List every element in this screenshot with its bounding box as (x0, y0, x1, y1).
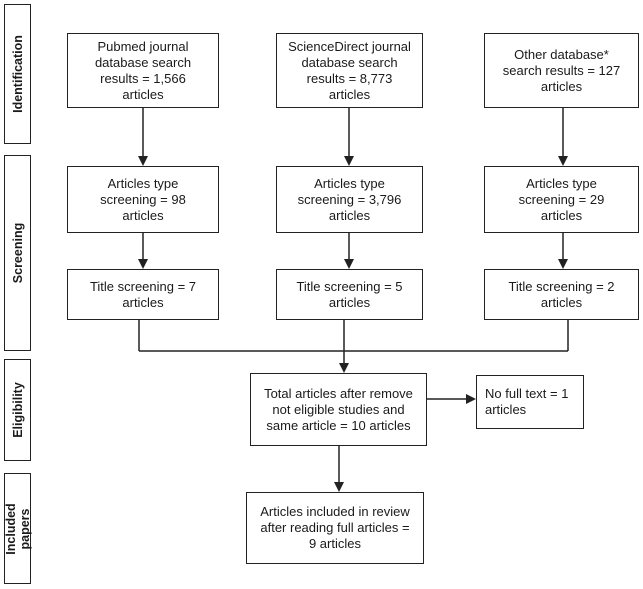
box-pubmed-type-screening-text: Articles type screening = 98 articles (100, 175, 186, 223)
box-other-title-screening-text: Title screening = 2 articles (508, 278, 615, 310)
box-pubmed-title-screening: Title screening = 7 articles (67, 269, 219, 320)
box-sciencedirect-type-screening: Articles type screening = 3,796 articles (276, 166, 423, 233)
phase-included-papers-label: Included papers (3, 502, 32, 555)
phase-screening-label: Screening (10, 222, 25, 284)
phase-identification: Identification (4, 4, 31, 144)
box-sciencedirect-search: ScienceDirect journal database search re… (276, 33, 423, 108)
phase-eligibility-label: Eligibility (10, 382, 25, 438)
box-included-review: Articles included in review after readin… (246, 492, 424, 564)
box-no-full-text-text: No full text = 1 articles (485, 386, 569, 417)
box-no-full-text: No full text = 1 articles (476, 375, 584, 429)
box-pubmed-search: Pubmed journal database search results =… (67, 33, 219, 108)
phase-included-papers: Included papers (3, 473, 32, 584)
box-total-eligible-text: Total articles after remove not eligible… (264, 385, 413, 433)
box-pubmed-title-screening-text: Title screening = 7 articles (89, 278, 197, 310)
box-total-eligible: Total articles after remove not eligible… (250, 373, 427, 446)
phase-identification-label: Identification (10, 35, 25, 113)
box-sciencedirect-search-text: ScienceDirect journal database search re… (288, 38, 411, 102)
phase-screening: Screening (4, 155, 31, 351)
box-sciencedirect-type-screening-text: Articles type screening = 3,796 articles (297, 175, 402, 223)
box-other-title-screening: Title screening = 2 articles (484, 269, 639, 320)
box-other-type-screening-text: Articles type screening = 29 articles (518, 175, 605, 223)
box-other-type-screening: Articles type screening = 29 articles (484, 166, 639, 233)
box-other-search: Other database* search results = 127 art… (484, 33, 639, 108)
phase-eligibility: Eligibility (4, 359, 31, 461)
box-other-search-text: Other database* search results = 127 art… (502, 46, 621, 94)
box-sciencedirect-title-screening: Title screening = 5 articles (276, 269, 423, 320)
box-pubmed-type-screening: Articles type screening = 98 articles (67, 166, 219, 233)
box-sciencedirect-title-screening-text: Title screening = 5 articles (296, 278, 403, 310)
box-included-review-text: Articles included in review after readin… (260, 504, 410, 551)
box-pubmed-search-text: Pubmed journal database search results =… (94, 38, 192, 102)
